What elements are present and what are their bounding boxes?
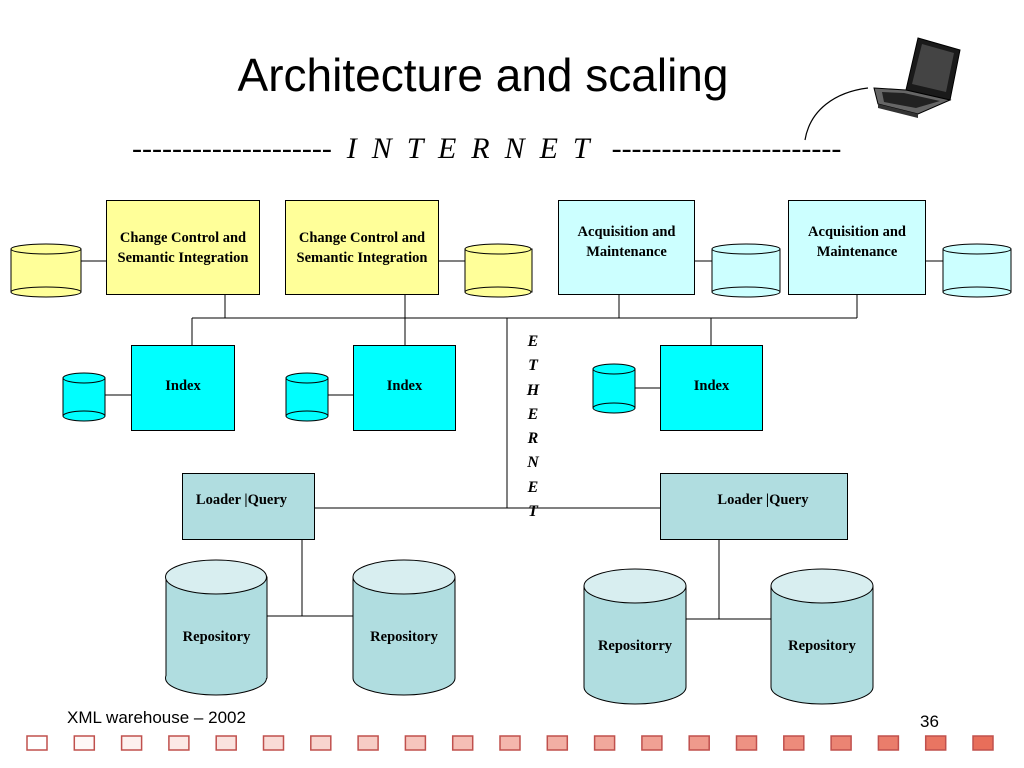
database-cylinder-icon (464, 243, 533, 298)
ethernet-letter: T (528, 503, 538, 521)
footer-square (168, 735, 190, 751)
acquisition-box-2: Acquisition and Maintenance (788, 200, 926, 295)
footer-square (546, 735, 569, 751)
footer-square (404, 735, 427, 751)
change-control-box-1: Change Control and Semantic Integration (106, 200, 260, 295)
footer-decoration (26, 735, 994, 751)
footer-square (499, 735, 521, 751)
footer-square (972, 735, 994, 751)
database-cylinder-icon (62, 372, 106, 422)
repository-label-3: Repositorry (597, 638, 673, 654)
footer-square (26, 735, 48, 751)
footer-square (262, 735, 285, 751)
ethernet-label: E T H E R N E T (523, 330, 543, 524)
footer-square (783, 735, 805, 751)
ethernet-letter: E (527, 333, 539, 350)
database-cylinder-icon (285, 372, 329, 422)
footer-square (310, 735, 332, 751)
change-control-box-2: Change Control and Semantic Integration (285, 200, 439, 295)
internet-banner: -------------------- I N T E R N E T ---… (132, 132, 842, 165)
laptop-icon (804, 37, 961, 141)
repository-cylinder-icon (352, 559, 456, 696)
index-box-3: Index (660, 345, 763, 431)
ethernet-letter: E (527, 405, 539, 423)
footer-square (830, 735, 852, 751)
ethernet-letter: T (528, 357, 538, 375)
repository-label-2: Repository (370, 629, 438, 645)
footer-square (120, 735, 143, 751)
ethernet-letter: R (527, 430, 539, 448)
acquisition-box-1: Acquisition and Maintenance (558, 200, 695, 295)
footer-square (688, 735, 710, 751)
footer-square (593, 735, 616, 751)
database-cylinder-icon (711, 243, 781, 298)
footer-square (641, 735, 663, 751)
loader-query-box-1: Loader |Query (182, 473, 315, 540)
footer-square (73, 735, 96, 751)
database-cylinder-icon (10, 243, 82, 298)
page-number: 36 (920, 712, 939, 731)
network-lines (80, 260, 943, 620)
repository-cylinder-icon (165, 559, 268, 696)
repository-cylinder-icon (583, 568, 687, 705)
ethernet-letter: H (526, 381, 540, 399)
footer-square (735, 735, 758, 751)
repository-label-4: Repository (788, 638, 856, 654)
ethernet-letter: E (527, 478, 539, 496)
loader-query-box-2: Loader |Query (660, 473, 848, 540)
footer-square (924, 735, 947, 751)
page-title: Architecture and scaling (237, 49, 729, 101)
database-cylinder-icon (942, 243, 1012, 298)
repository-cylinder-icon (770, 568, 874, 705)
index-box-1: Index (131, 345, 235, 431)
footer-square (357, 735, 379, 751)
footer-square (215, 735, 237, 751)
footer-text: XML warehouse – 2002 (67, 708, 246, 727)
footer-square (451, 735, 474, 751)
database-cylinder-icon (592, 363, 636, 414)
ethernet-letter: N (527, 454, 539, 472)
repository-label-1: Repository (182, 629, 251, 645)
index-box-2: Index (353, 345, 456, 431)
footer-square (877, 735, 900, 751)
